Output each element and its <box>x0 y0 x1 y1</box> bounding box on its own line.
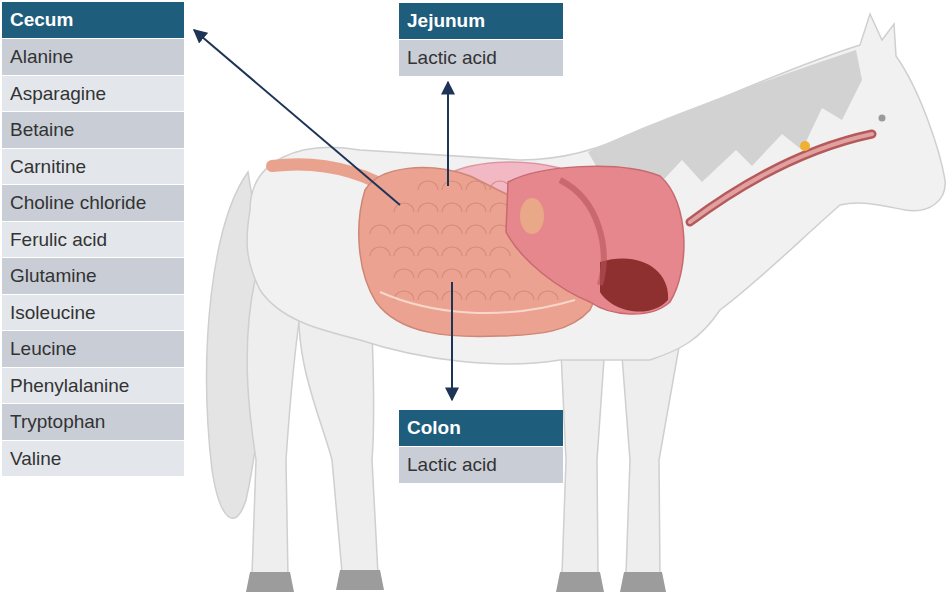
coil-loop <box>490 247 510 256</box>
metabolite-cell: Choline chloride <box>2 184 184 221</box>
coil-loop <box>442 269 462 278</box>
coil-loop <box>418 225 438 234</box>
metabolite-cell: Phenylalanine <box>2 367 184 404</box>
coil-loop <box>466 181 486 190</box>
coil-loop <box>514 291 534 300</box>
coil-loop <box>394 225 414 234</box>
organ-heading: Colon <box>399 410 563 446</box>
organ-metabolite-table: CecumAlanineAsparagineBetaineCarnitineCh… <box>2 2 184 476</box>
coil-loop <box>466 269 486 278</box>
organ-metabolite-table: ColonLactic acid <box>399 410 563 483</box>
organ-heading: Jejunum <box>399 3 563 39</box>
stomach-fold <box>560 180 604 285</box>
coil-loop <box>370 225 390 234</box>
coil-loop <box>442 203 462 212</box>
horse-body <box>247 14 945 364</box>
stomach <box>506 166 684 314</box>
coil-loop <box>442 181 462 190</box>
horse-hooves <box>246 570 666 592</box>
metabolite-cell: Asparagine <box>2 75 184 112</box>
coil-loop <box>490 269 510 278</box>
metabolite-cell: Tryptophan <box>2 403 184 440</box>
liver-lobe <box>600 258 668 311</box>
metabolite-cell: Leucine <box>2 330 184 367</box>
coil-loop <box>418 291 438 300</box>
horse-eye <box>879 115 886 122</box>
esophagus <box>690 134 872 222</box>
coil-loop <box>418 203 438 212</box>
metabolite-cell: Betaine <box>2 111 184 148</box>
coil-loop <box>418 247 438 256</box>
coil-loop <box>394 247 414 256</box>
coil-loop <box>466 247 486 256</box>
stomach-highlight <box>520 198 544 234</box>
metabolite-cell: Alanine <box>2 38 184 75</box>
coil-loop <box>394 203 414 212</box>
organ-heading: Cecum <box>2 2 184 38</box>
coil-loop <box>418 181 438 190</box>
metabolite-cell: Valine <box>2 440 184 477</box>
coil-loop <box>466 291 486 300</box>
leader-arrow <box>194 30 400 205</box>
coil-loop <box>466 225 486 234</box>
esophagus-marker <box>800 141 810 151</box>
coil-loop <box>442 225 462 234</box>
coil-loop <box>418 269 438 278</box>
metabolite-cell: Lactic acid <box>399 39 563 76</box>
metabolite-cell: Carnitine <box>2 148 184 185</box>
coil-loop <box>490 291 510 300</box>
leader-arrow <box>447 82 449 186</box>
coil-loop <box>370 247 390 256</box>
organ-metabolite-table: JejunumLactic acid <box>399 3 563 76</box>
coil-loop <box>442 247 462 256</box>
coil-loop <box>538 291 558 300</box>
colon-band <box>380 292 575 313</box>
coil-loop <box>394 269 414 278</box>
metabolite-cell: Ferulic acid <box>2 221 184 258</box>
metabolite-cell: Lactic acid <box>399 446 563 483</box>
metabolite-cell: Glutamine <box>2 257 184 294</box>
leader-arrow <box>451 282 453 400</box>
coil-loop <box>466 203 486 212</box>
metabolite-cell: Isoleucine <box>2 294 184 331</box>
esophagus-inner <box>690 134 872 222</box>
